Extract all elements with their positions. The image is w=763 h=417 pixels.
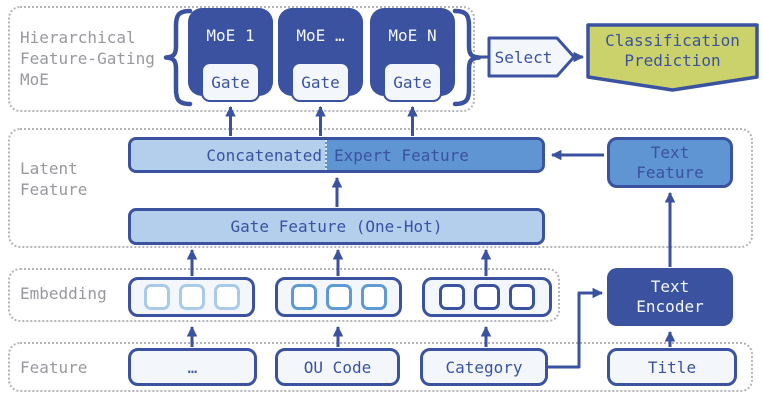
embedding-cell (178, 284, 205, 310)
moe-expert-1-label: MoE 1 (206, 25, 255, 45)
embedding-cell (360, 284, 387, 310)
concatenated-segment: Concatenated (131, 140, 325, 170)
moe-expert-3-label: MoE N (388, 25, 437, 45)
select-label: Select (494, 47, 553, 67)
embedding-cell (213, 284, 240, 310)
band-latent-feature (8, 128, 753, 248)
embedding-cell (509, 284, 535, 310)
feature-category-box: Category (420, 348, 548, 386)
band-label-hierarchical-moe: Hierarchical Feature-Gating MoE (20, 28, 155, 89)
moe-expert-2-label: MoE … (296, 25, 345, 45)
embedding-group-1 (128, 277, 255, 317)
gate-3: Gate (383, 62, 442, 102)
feature-title-box: Title (607, 348, 737, 386)
gate-2: Gate (291, 62, 350, 102)
band-feature (8, 342, 753, 392)
feature-ellipsis-box: … (128, 348, 257, 386)
embedding-cell (439, 284, 465, 310)
embedding-cell (474, 284, 500, 310)
embedding-group-3 (422, 277, 552, 317)
text-feature-box: Text Feature (607, 137, 733, 188)
gate-feature-bar: Gate Feature (One-Hot) (128, 208, 545, 245)
text-encoder-box: Text Encoder (607, 268, 733, 326)
band-label-latent-feature: Latent Feature (20, 159, 88, 199)
gate-1: Gate (201, 62, 260, 102)
embedding-group-2 (275, 277, 402, 317)
band-label-embedding: Embedding (20, 284, 107, 303)
embedding-cell (325, 284, 352, 310)
feature-ou-code-box: OU Code (275, 348, 400, 386)
embedding-cell (290, 284, 317, 310)
embedding-cell (143, 284, 170, 310)
concatenated-expert-feature-bar: Concatenated Expert Feature (128, 137, 545, 173)
prediction-label: Classification Prediction (605, 31, 740, 70)
band-label-feature: Feature (20, 358, 88, 377)
expert-feature-segment: Expert Feature (325, 140, 542, 170)
